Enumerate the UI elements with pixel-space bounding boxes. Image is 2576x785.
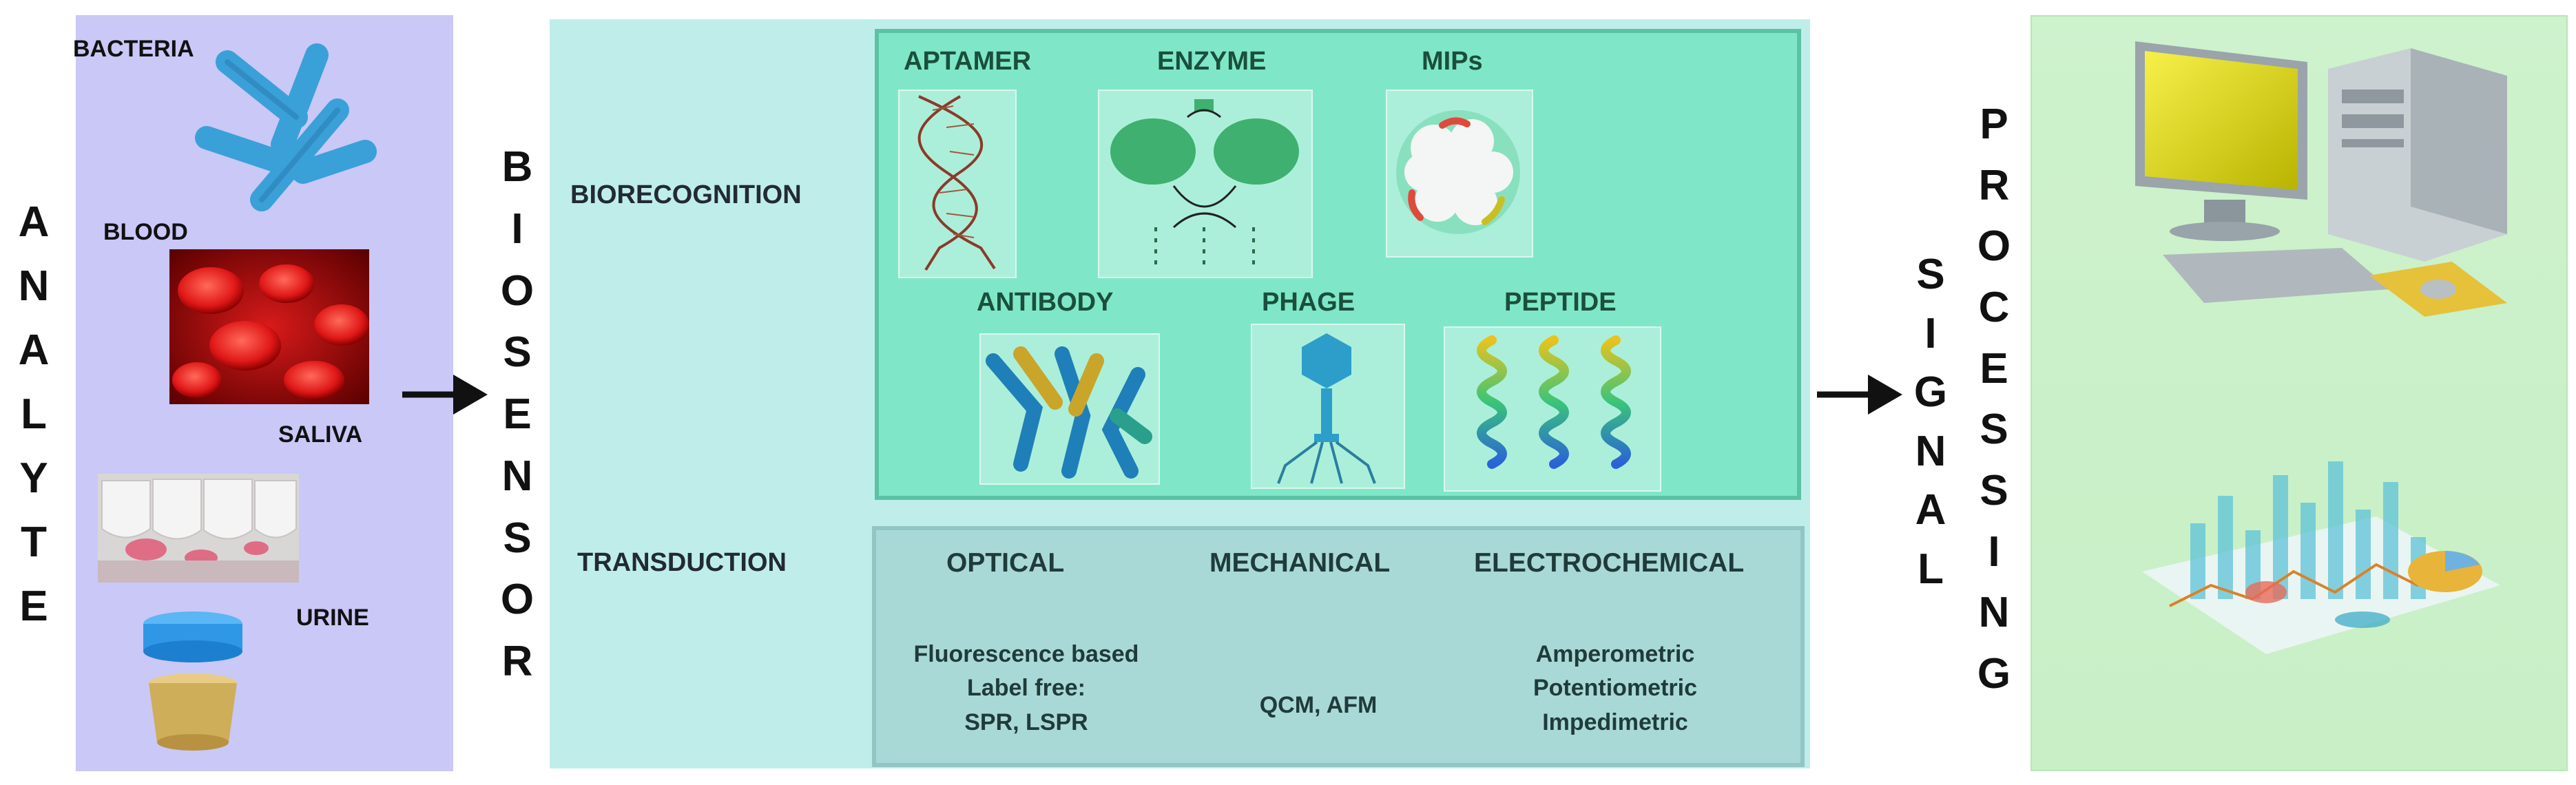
processing-letter: G — [1977, 649, 2011, 698]
bacteria-label: BACTERIA — [73, 36, 194, 62]
urine-label: URINE — [296, 605, 369, 631]
biosensor-letter: O — [500, 576, 534, 624]
optical-line-3: SPR, LSPR — [964, 709, 1088, 735]
mechanical-details: QCM, AFM — [1215, 689, 1422, 722]
enzyme-label: ENZYME — [1157, 47, 1267, 76]
optical-details: Fluorescence based Label free: SPR, LSPR — [889, 638, 1164, 740]
analyte-letter: T — [21, 519, 47, 566]
transduction-label: TRANSDUCTION — [577, 548, 787, 577]
processing-letter: O — [1977, 222, 2011, 271]
computer-illustration — [2135, 41, 2507, 317]
analyte-letter: A — [18, 326, 50, 374]
phage-label: PHAGE — [1262, 288, 1355, 317]
biorecognition-box — [875, 29, 1801, 500]
electrochemical-label: ELECTROCHEMICAL — [1474, 548, 1745, 578]
analyte-letter: E — [19, 583, 48, 630]
biosensor-letter: I — [511, 205, 523, 253]
peptide-label: PEPTIDE — [1504, 288, 1617, 317]
peptide-illustration — [1477, 335, 1631, 469]
arrow-biosensor-to-signal-icon — [1817, 375, 1902, 415]
mips-label: MIPs — [1422, 47, 1483, 76]
biosensor-letter: S — [503, 328, 532, 377]
electrochemical-details: Amperometric Potentiometric Impedimetric — [1502, 638, 1729, 740]
electrochemical-line-1: Amperometric — [1535, 641, 1695, 667]
data-charts-illustration — [2142, 461, 2500, 654]
analyte-letter: Y — [19, 454, 48, 502]
biosensor-letter: R — [501, 638, 533, 685]
mechanical-label: MECHANICAL — [1209, 548, 1391, 578]
signal-letter: I — [1924, 309, 1937, 357]
signal-letter: L — [1918, 545, 1944, 593]
enzyme-illustration — [1110, 99, 1299, 270]
bacteria-illustration — [195, 43, 377, 211]
analyte-letter: L — [21, 390, 47, 438]
optical-label: OPTICAL — [946, 548, 1065, 578]
biorecognition-label: BIORECOGNITION — [570, 180, 802, 209]
processing-letter: I — [1988, 527, 2000, 576]
urine-container-illustration — [143, 611, 242, 751]
enzyme-picture-frame — [1098, 90, 1313, 278]
antibody-label: ANTIBODY — [977, 288, 1114, 317]
mips-illustration — [1396, 110, 1520, 234]
biosensor-letter: B — [501, 143, 533, 191]
mechanical-line-1: QCM, AFM — [1259, 692, 1378, 718]
analyte-letter: A — [18, 198, 50, 246]
signal-letter: S — [1916, 251, 1945, 298]
aptamer-picture-frame — [898, 90, 1017, 278]
analyte-letter: N — [18, 262, 50, 310]
biosensor-letter: S — [503, 514, 532, 562]
blood-cells-illustration — [169, 249, 369, 404]
processing-letter: R — [1978, 161, 2010, 209]
processing-letter: C — [1978, 283, 2010, 331]
processing-letter: S — [1980, 466, 2008, 514]
transduction-box — [872, 526, 1805, 767]
optical-line-2: Label free: — [967, 675, 1086, 702]
aptamer-illustration — [917, 95, 996, 271]
processing-letter: P — [1980, 101, 2008, 148]
signal-letter: N — [1915, 427, 1946, 475]
processing-letter: N — [1978, 589, 2010, 637]
biosensor-letter: E — [503, 390, 532, 438]
saliva-label: SALIVA — [278, 421, 363, 448]
arrow-analyte-to-biosensor-icon — [402, 375, 488, 415]
saliva-teeth-illustration — [98, 474, 299, 583]
biosensor-letter: O — [500, 266, 534, 315]
optical-line-1: Fluorescence based — [913, 641, 1139, 667]
processing-letter: S — [1980, 406, 2008, 454]
electrochemical-line-2: Potentiometric — [1533, 675, 1698, 702]
signal-letter: A — [1915, 486, 1946, 534]
aptamer-label: APTAMER — [904, 47, 1032, 76]
antibody-illustration — [986, 346, 1152, 479]
phage-illustration — [1277, 333, 1376, 484]
processing-letter: E — [1980, 344, 2008, 392]
electrochemical-line-3: Impedimetric — [1542, 709, 1688, 735]
signal-letter: G — [1913, 368, 1948, 417]
biosensor-letter: N — [501, 452, 533, 500]
blood-label: BLOOD — [103, 219, 188, 245]
